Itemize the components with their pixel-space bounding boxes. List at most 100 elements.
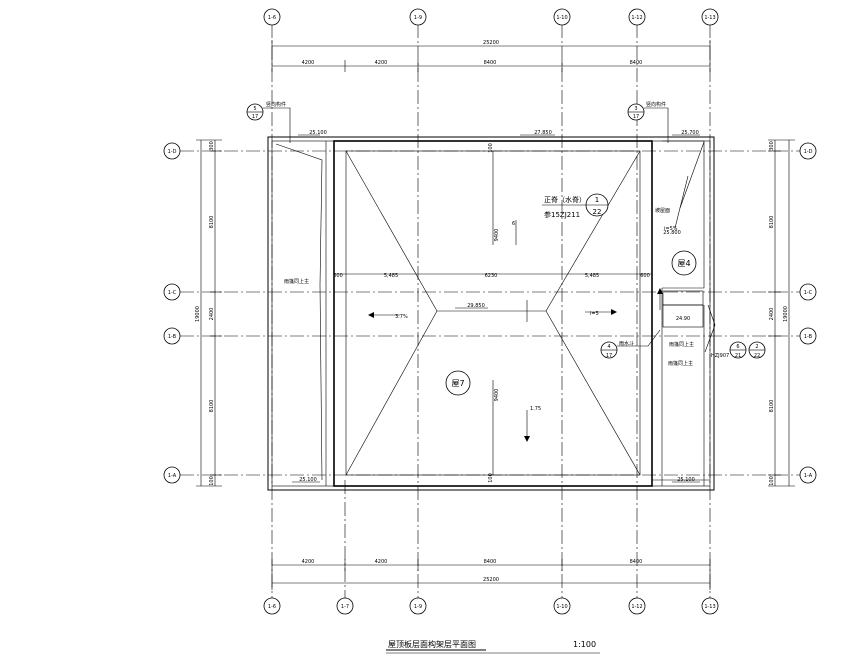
dim-top-seg-2: 4200 [375, 60, 388, 66]
grid-bottom-3: 1-9 [414, 604, 422, 610]
callout-right-num: 4 [607, 344, 610, 350]
grid-left-1: 1-D [168, 149, 177, 155]
dim-bottom-seg-3: 8400 [484, 559, 497, 565]
grid-right-1: 1-D [804, 149, 813, 155]
dim-right-seg-4: 8100 [769, 400, 775, 413]
dim-top-total: 25200 [483, 40, 499, 46]
callout-tr-sheet: 17 [633, 114, 639, 120]
dim-mid-5: 600 [640, 273, 650, 279]
dim-mid-1: 5,485 [384, 273, 398, 279]
ridge-ref: 参15ZJ211 [544, 210, 580, 219]
dim-right-seg-1: 300 [769, 141, 775, 151]
elev-bl: 25.100 [299, 477, 317, 483]
dim-mid-2: 600 [333, 273, 343, 279]
ridge-callout-num: 1 [595, 196, 599, 204]
slope-arrows [368, 220, 663, 442]
grid-right-4: 1-A [804, 473, 813, 479]
dimensions-bottom: 4200 4200 8400 8400 25200 [271, 559, 711, 590]
detail-callouts: 5 17 竖向构件 3 17 竖向构件 4 17 雨水斗 6 21 2 22 H… [246, 101, 766, 359]
dim-left-seg-3: 2400 [209, 308, 215, 321]
callout-a-num: 6 [736, 344, 739, 350]
dim-bottom-seg-1: 4200 [302, 559, 315, 565]
grid-top-5: 1-13 [704, 15, 715, 21]
right-annex-roof [652, 140, 710, 486]
elev-tr: 25.700 [681, 130, 699, 136]
callout-tl-note: 竖向构件 [266, 101, 286, 108]
grid-bottom-6: 1-13 [704, 604, 715, 610]
grid-bottom-1: 1-6 [268, 604, 276, 610]
dim-bottom-seg-2: 4200 [375, 559, 388, 565]
grid-top-2: 1-9 [414, 15, 422, 21]
main-hip-roof [333, 140, 653, 487]
dim-right-seg-2: 8100 [769, 216, 775, 229]
grid-bottom-2: 1-7 [341, 604, 349, 610]
dim-top-seg-3: 8400 [484, 60, 497, 66]
drain-right-note: 雨篷同上主 [668, 360, 693, 367]
dim-left-seg-4: 8100 [209, 400, 215, 413]
grid-top-3: 1-10 [556, 15, 567, 21]
elev-center: 29.850 [467, 303, 485, 309]
grid-bubbles-top: 1-6 1-9 1-10 1-12 1-13 [263, 8, 719, 26]
callout-b-num: 2 [755, 344, 758, 350]
ridge-callout: 正脊（水脊） 参15ZJ211 1 22 [542, 193, 609, 219]
building-outline [267, 136, 715, 491]
grid-bubbles-bottom: 1-6 1-7 1-9 1-10 1-12 1-13 [263, 597, 719, 615]
ridge-callout-sheet: 22 [593, 208, 602, 216]
callout-right-note2: 雨篷同上主 [669, 341, 694, 348]
grid-lines [180, 24, 800, 600]
dim-mid-3: 6230 [485, 273, 498, 279]
callout-tr-num: 3 [634, 106, 637, 112]
grid-right-3: 1-B [804, 334, 813, 340]
grid-left-4: 1-A [168, 473, 177, 479]
misc-notes: 雨篷同上主 雨篷同上主 坡屋面 3.7% i=5 i=5% 1.75 6 [284, 207, 693, 412]
callout-tl-num: 5 [253, 106, 256, 112]
roof4-label: 屋4 [677, 259, 690, 268]
dimensions-top: 25200 4200 4200 8400 8400 [271, 40, 711, 72]
dim-right-seg-5: 100 [769, 476, 775, 486]
grid-left-3: 1-B [168, 334, 177, 340]
dim-bottom-total: 25200 [483, 577, 499, 583]
callout-b-sheet: 22 [754, 353, 760, 359]
dim-bottom-seg-4: 8400 [630, 559, 643, 565]
dim-left-total: 19000 [195, 306, 201, 322]
grid-right-2: 1-C [804, 290, 813, 296]
small-note-2: i=5 [590, 311, 599, 317]
dim-top-seg-4: 8400 [630, 60, 643, 66]
title-block: 屋顶板层面构架层平面图 1:100 [386, 639, 600, 654]
dim-left-seg-1: 300 [209, 141, 215, 151]
small-note-4: 1.75 [530, 406, 541, 412]
dim-center-bottom-edge: 100 [488, 473, 494, 483]
grid-top-4: 1-12 [631, 15, 642, 21]
grid-top-1: 1-6 [268, 15, 276, 21]
dim-top-seg-1: 4200 [302, 60, 315, 66]
small-note-left: 3.7% [395, 314, 408, 320]
callout-right-note: 雨水斗 [619, 340, 634, 347]
dim-left-seg-2: 8100 [209, 216, 215, 229]
dim-right-seg-3: 2400 [769, 308, 775, 321]
elev-r-upper: 25.800 [663, 230, 681, 236]
dim-right-total: 19000 [783, 306, 789, 322]
elev-br: 25.100 [677, 477, 695, 483]
dim-mid-4: 5,485 [585, 273, 599, 279]
elev-r-lower: 24.90 [676, 316, 690, 322]
ridge-title: 正脊（水脊） [544, 195, 586, 204]
small-note-3: i=5% [664, 226, 678, 232]
callout-a-sheet: 21 [735, 353, 741, 359]
elevation-marks: 25.100 27.850 25.700 29.850 25.100 25.10… [292, 130, 700, 483]
inner-dimensions: 9400 9400 100 100 5,485 600 6230 5,485 6… [333, 143, 650, 483]
grid-left-2: 1-C [168, 290, 177, 296]
dimensions-left: 300 8100 2400 8100 100 19000 [195, 139, 222, 487]
dim-center-top: 9400 [494, 229, 500, 242]
callout-tr-note: 竖向构件 [646, 101, 666, 108]
dim-center-bottom: 9400 [494, 389, 500, 402]
callout-right-ref: HZJ907 [711, 353, 729, 359]
dim-center-top-edge: 100 [488, 143, 494, 153]
drain-left-note: 雨篷同上主 [284, 278, 309, 285]
drawing-title: 屋顶板层面构架层平面图 [388, 639, 476, 649]
slope-note: 坡屋面 [655, 207, 670, 214]
elev-tc: 27.850 [534, 130, 552, 136]
grid-bubbles-right: 1-D 1-C 1-B 1-A [799, 142, 817, 484]
dim-left-seg-5: 100 [209, 476, 215, 486]
roof-labels: 屋7 屋4 [445, 250, 697, 396]
